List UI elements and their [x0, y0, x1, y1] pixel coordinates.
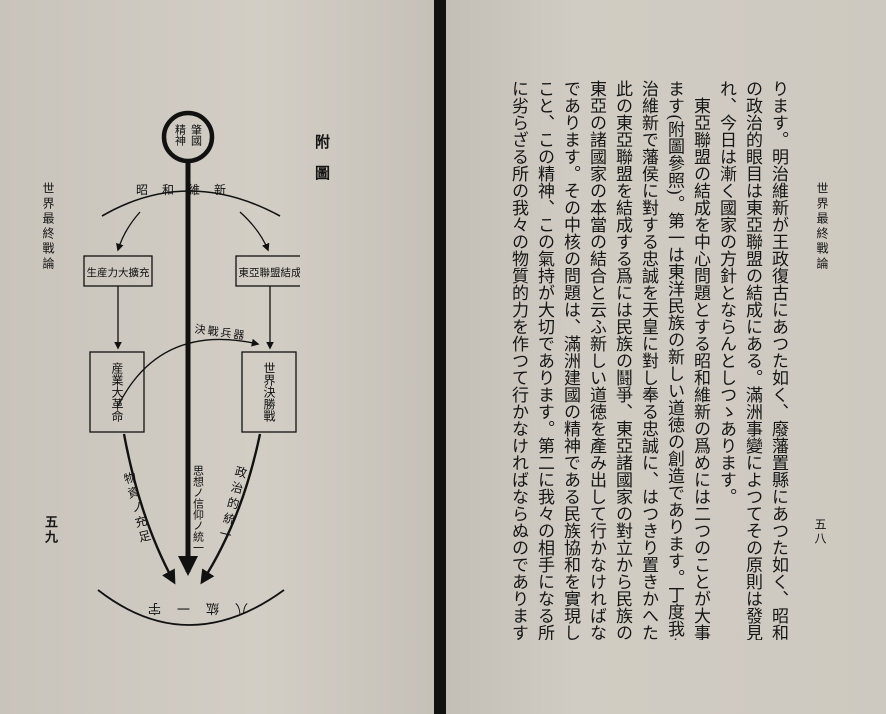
book-gutter	[434, 0, 446, 714]
arrow-arc-to-right-box	[239, 211, 270, 252]
cross-arc	[117, 338, 260, 407]
text-column-2: の政治的眼目は東亞聯盟の結成にある。滿洲事變によつてその原則は發見せら	[742, 80, 762, 640]
text-column-8: 東亞の諸國家の本當の結合と云ふ新しい道徳を產み出して行かなければならぬ	[586, 80, 606, 640]
text-column-10: こと、この精神、この氣持が大切であります。第二に我々の相手になる所のもの	[534, 80, 554, 640]
arrow-arc-to-left-box	[116, 211, 141, 252]
page-number-left: 五九	[42, 515, 57, 545]
text-column-4: 東亞聯盟の結成を中心問題とする昭和維新の爲めには二つのことが大事であり	[690, 80, 710, 640]
running-title-left: 世界最終戰論	[41, 182, 55, 272]
box-right-top-text: 東亞聯盟結成	[239, 266, 301, 279]
text-column-3: れ、今日は漸く國家の方針とならんとしつゝあります。	[716, 80, 736, 505]
arc-top-label: 昭和維新	[136, 182, 240, 197]
arrow-left-converge	[122, 433, 176, 585]
top-arc	[101, 190, 281, 217]
box-left-mid	[89, 351, 145, 433]
text-column-1: ります。明治維新が王政復古にあつた如く、廢藩置縣にあつた如く、昭和維新	[768, 80, 788, 640]
box-left-mid-text: 産業大革命	[110, 361, 124, 422]
left-page: 世界最終戰論 五九 附圖 肇國 精神 昭和維新	[0, 0, 434, 714]
box-left-top-text: 生産力大擴充	[87, 266, 150, 279]
bottom-arc	[97, 589, 285, 626]
text-column-6: 治維新で藩侯に對する忠誠を天皇に對し奉る忠誠に、はつきり置きかへた如く、	[638, 80, 658, 640]
bottom-label: 八紘一宇	[132, 600, 248, 615]
label-right-lower: 政治的統一	[216, 464, 249, 545]
label-left-lower: 物資ノ充足	[121, 470, 153, 547]
box-right-mid-text: 世界決勝戰	[262, 362, 276, 423]
label-center-lower: 思想ノ信仰ノ統一	[192, 465, 205, 553]
circle-text-right: 肇國	[190, 123, 203, 147]
text-column-5: ます(附圖參照)。第一は東洋民族の新しい道徳の創造であります。丁度我々が明	[664, 80, 684, 640]
figure-label: 附圖	[313, 134, 331, 196]
running-title-right: 世界最終戰論	[815, 182, 829, 272]
showa-restoration-diagram: 肇國 精神 昭和維新 生産力大擴充 東亞聯盟結成 決戰兵器 産業大革命	[83, 110, 301, 626]
arrow-right-converge	[200, 433, 262, 585]
page-number-right: 五八	[813, 518, 827, 546]
box-right-mid	[241, 351, 297, 433]
circle-text-left: 精神	[174, 124, 187, 147]
text-column-9: であります。その中核の問題は、滿洲建國の精神である民族協和を實現して行く	[560, 80, 580, 640]
text-column-11: に劣らざる所の我々の物質的力を作つて行かなければならぬのであります。此の	[508, 80, 528, 640]
right-page: 世界最終戰論 五八 ります。明治維新が王政復古にあつた如く、廢藩置縣にあつた如く…	[446, 0, 886, 714]
text-column-7: 此の東亞聯盟を結成する爲には民族の鬪爭、東亞諸國家の對立から民族の協和、	[612, 80, 632, 640]
top-circle	[161, 110, 215, 164]
